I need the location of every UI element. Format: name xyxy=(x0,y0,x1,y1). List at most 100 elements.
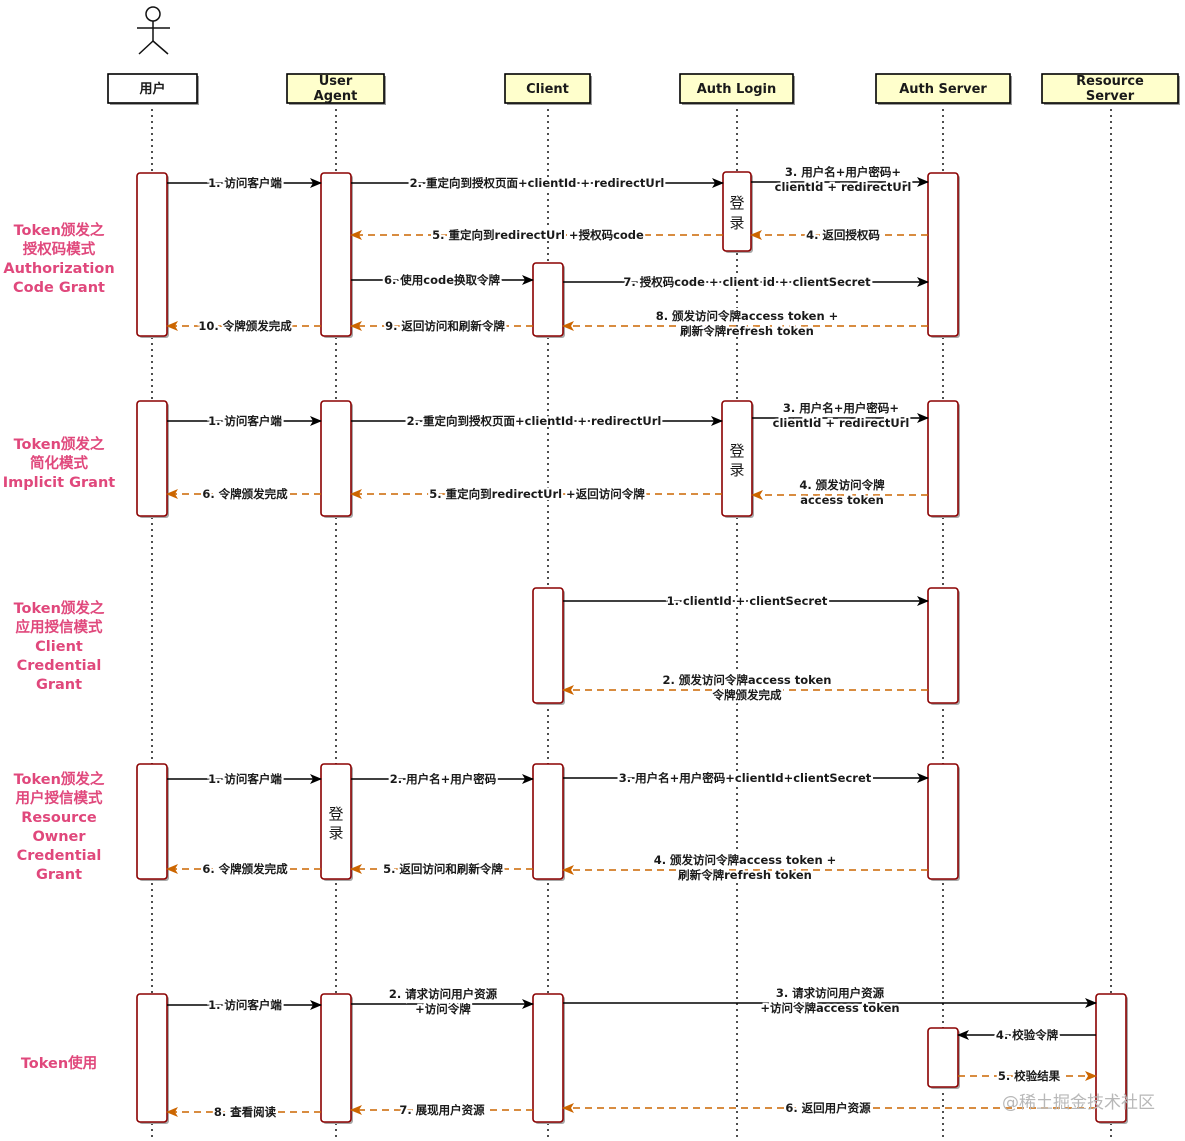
participant-label: Client xyxy=(526,82,569,97)
message-5-5: 5. 校验结果 xyxy=(958,1067,1097,1085)
message-label: +访问令牌 xyxy=(415,1002,471,1016)
message-label: 5. 校验结果 xyxy=(998,1069,1061,1083)
message-label: 1. 访问客户端 xyxy=(208,176,282,190)
message-label: 7. 授权码code + client id + clientSecret xyxy=(623,275,871,289)
message-label: 刷新令牌refresh token xyxy=(678,868,812,882)
login-label: 登 xyxy=(328,805,343,823)
message-1-5: 5. 重定向到redirectUrl +授权码code xyxy=(350,226,723,244)
message-3-1: 1. clientId + clientSecret xyxy=(563,592,929,610)
message-4-2: 2. 用户名+用户密码 xyxy=(351,770,534,788)
message-1-3: 3. 用户名+用户密码+clientId + redirectUrl xyxy=(751,163,929,196)
message-2-6: 6. 令牌颁发完成 xyxy=(166,485,321,503)
message-5-2: 2. 请求访问用户资源+访问令牌 xyxy=(351,985,534,1018)
message-label: 7. 展现用户资源 xyxy=(399,1103,485,1117)
participant-label: Server xyxy=(1086,89,1135,104)
message-1-9: 9. 返回访问和刷新令牌 xyxy=(350,317,533,335)
activation-user xyxy=(136,993,168,1123)
message-label: 6. 令牌颁发完成 xyxy=(202,862,288,876)
activation-agent xyxy=(320,400,352,517)
message-label: clientId + redirectUrl xyxy=(773,416,910,430)
activation-auth xyxy=(927,587,959,704)
login-label: 登 xyxy=(729,442,744,460)
login-label: 录 xyxy=(729,214,744,232)
section-title: Implicit Grant xyxy=(3,475,116,491)
section-title: 授权码模式 xyxy=(23,240,96,258)
activation-client xyxy=(532,993,564,1123)
section-title: Credential xyxy=(17,848,102,864)
message-label: 3. 请求访问用户资源 xyxy=(776,986,885,1000)
message-1-2: 2. 重定向到授权页面+clientId + redirectUrl xyxy=(351,174,724,192)
activation-agent xyxy=(320,993,352,1123)
participant-login: Auth Login xyxy=(679,73,795,105)
message-label: 2. 重定向到授权页面+clientId + redirectUrl xyxy=(410,176,665,190)
message-2-3: 3. 用户名+用户密码+clientId + redirectUrl xyxy=(752,399,929,432)
participant-label: 用户 xyxy=(138,81,165,97)
message-4-6: 6. 令牌颁发完成 xyxy=(166,860,321,878)
activation-login xyxy=(721,400,753,517)
activation-resource xyxy=(1095,993,1127,1123)
message-label: 2. 用户名+用户密码 xyxy=(390,772,497,786)
activation-client xyxy=(532,262,564,337)
message-label: 5. 重定向到redirectUrl +授权码code xyxy=(432,228,644,242)
message-label: 刷新令牌refresh token xyxy=(680,324,814,338)
message-4-5: 5. 返回访问和刷新令牌 xyxy=(350,860,533,878)
participant-label: Agent xyxy=(314,89,358,104)
message-1-1: 1. 访问客户端 xyxy=(167,174,322,192)
message-label: 6. 使用code换取令牌 xyxy=(384,273,501,287)
activation-auth xyxy=(927,1027,959,1088)
section-title: Token颁发之 xyxy=(14,599,105,617)
message-label: 4. 颁发访问令牌 xyxy=(799,478,885,492)
participant-label: User xyxy=(319,74,353,89)
message-1-10: 10. 令牌颁发完成 xyxy=(166,317,321,335)
message-label: 2. 重定向到授权页面+clientId + redirectUrl xyxy=(407,414,662,428)
message-label: 5. 返回访问和刷新令牌 xyxy=(383,862,503,876)
message-5-6: 6. 返回用户资源 xyxy=(562,1099,1096,1117)
message-4-4: 4. 颁发访问令牌access token +刷新令牌refresh token xyxy=(562,851,928,884)
message-label: 1. 访问客户端 xyxy=(208,998,282,1012)
message-label: 6. 令牌颁发完成 xyxy=(202,487,288,501)
activation-bars xyxy=(136,171,1128,1124)
activation-user xyxy=(136,763,168,880)
message-label: access token xyxy=(800,493,884,507)
messages: 1. 访问客户端 2. 重定向到授权页面+clientId + redirectU… xyxy=(166,163,1097,1121)
activation-agent xyxy=(320,763,352,880)
message-label: 1. clientId + clientSecret xyxy=(667,594,828,608)
message-1-6: 6. 使用code换取令牌 xyxy=(351,271,534,289)
activation-client xyxy=(532,763,564,880)
message-2-4: 4. 颁发访问令牌access token xyxy=(751,476,928,509)
message-4-1: 1. 访问客户端 xyxy=(167,770,322,788)
section-title: Token颁发之 xyxy=(14,221,105,239)
message-label: 1. 访问客户端 xyxy=(208,414,282,428)
message-4-3: 3. 用户名+用户密码+clientId+clientSecret xyxy=(563,769,929,787)
message-label: 8. 颁发访问令牌access token + xyxy=(656,309,839,323)
section-title: Credential xyxy=(17,658,102,674)
login-label: 登 xyxy=(729,194,744,212)
message-label: 4. 校验令牌 xyxy=(996,1028,1059,1042)
activation-login xyxy=(722,171,752,252)
participant-user: 用户 xyxy=(107,73,199,105)
activation-user xyxy=(136,172,168,337)
message-5-4: 4. 校验令牌 xyxy=(957,1026,1096,1044)
message-label: 3. 用户名+用户密码+clientId+clientSecret xyxy=(619,771,872,785)
section-title: 简化模式 xyxy=(30,454,88,472)
section-title: Token使用 xyxy=(21,1054,97,1072)
message-1-7: 7. 授权码code + client id + clientSecret xyxy=(563,273,929,291)
message-2-5: 5. 重定向到redirectUrl +返回访问令牌 xyxy=(350,485,722,503)
activation-user xyxy=(136,400,168,517)
message-label: 4. 颁发访问令牌access token + xyxy=(654,853,837,867)
section-title: Owner xyxy=(32,829,86,845)
participant-client: Client xyxy=(504,73,592,105)
message-label: clientId + redirectUrl xyxy=(775,180,912,194)
message-label: +访问令牌access token xyxy=(760,1001,899,1015)
message-label: 6. 返回用户资源 xyxy=(785,1101,871,1115)
message-label: 9. 返回访问和刷新令牌 xyxy=(385,319,505,333)
message-label: 1. 访问客户端 xyxy=(208,772,282,786)
login-label: 录 xyxy=(729,461,744,479)
activation-agent xyxy=(320,172,352,337)
section-title: Resource xyxy=(21,810,97,826)
